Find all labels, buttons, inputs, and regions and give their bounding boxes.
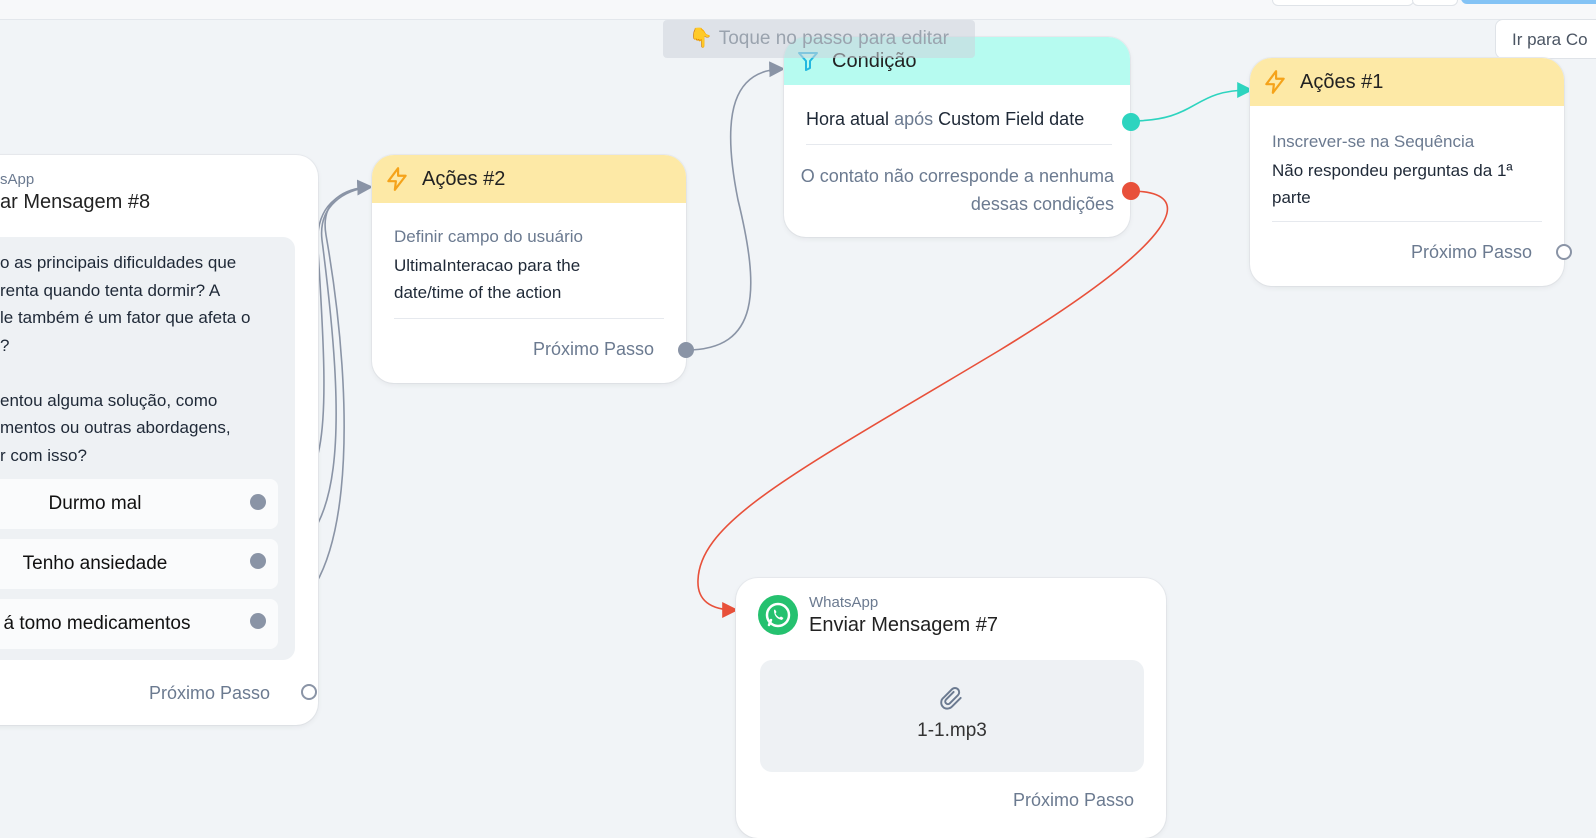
toolbar-primary-button[interactable]: [1461, 0, 1596, 4]
top-toolbar: [0, 0, 1596, 20]
message-line: mentos ou outras abordagens,: [0, 418, 231, 437]
next-step-handle[interactable]: [301, 684, 317, 700]
connector-fallback-to-msg7: [697, 190, 1169, 618]
edit-hint: 👇Toque no passo para editar: [663, 20, 975, 58]
condition-field: Hora atual: [806, 109, 890, 129]
divider: [394, 318, 664, 319]
reply-button-label: Tenho ansiedade: [22, 553, 168, 574]
message-line: ?: [0, 335, 10, 355]
next-step-label: Próximo Passo: [1410, 242, 1532, 262]
reply-button-medicamentos[interactable]: á tomo medicamentos: [0, 599, 278, 649]
go-to-button[interactable]: Ir para Co: [1495, 19, 1596, 59]
next-step-label: Próximo Passo: [1012, 790, 1134, 810]
card-channel: sApp: [0, 171, 35, 188]
bolt-icon: [387, 167, 407, 191]
edit-hint-text: Toque no passo para editar: [718, 28, 949, 49]
pointing-down-emoji: 👇: [689, 28, 713, 49]
next-step-handle[interactable]: [1556, 244, 1572, 260]
next-step-handle[interactable]: [678, 342, 694, 358]
next-step-label: Próximo Passo: [148, 683, 270, 703]
bolt-icon: [1265, 70, 1285, 94]
card-header: Ações #1: [1250, 58, 1564, 106]
action-label: Definir campo do usuário: [394, 227, 583, 246]
action-value-line: Não respondeu perguntas da 1ª: [1272, 161, 1513, 180]
condition-fallback-handle[interactable]: [1122, 182, 1140, 200]
action-label: Inscrever-se na Sequência: [1272, 132, 1475, 151]
message-line: o as principais dificuldades que: [0, 253, 237, 272]
action-value: UltimaInteracao para the date/time of th…: [394, 252, 664, 306]
message-line: entou alguma solução, como: [0, 390, 218, 410]
step-card-acoes-2[interactable]: Ações #2 Definir campo do usuário Ultima…: [372, 155, 694, 383]
fallback-text: O contato não corresponde a nenhuma dess…: [801, 162, 1114, 218]
divider: [806, 144, 1112, 145]
fallback-line: dessas condições: [970, 194, 1114, 214]
step-card-message-8[interactable]: sApp ar Mensagem #8 o as principais difi…: [0, 155, 318, 725]
message-line: renta quando tenta dormir? A: [0, 280, 221, 300]
message-body: o as principais dificuldades que renta q…: [0, 237, 295, 660]
message-line-blank: [0, 359, 295, 387]
toolbar-control[interactable]: [1272, 0, 1414, 6]
paperclip-icon: [940, 687, 962, 710]
action-value: Não respondeu perguntas da 1ª parte: [1272, 157, 1547, 211]
step-card-message-7[interactable]: WhatsApp Enviar Mensagem #7 1-1.mp3 Próx…: [736, 578, 1166, 838]
step-card-acoes-1[interactable]: Ações #1 Inscrever-se na Sequência Não r…: [1250, 58, 1572, 286]
reply-button-durmo-mal[interactable]: Durmo mal: [0, 479, 278, 529]
divider: [1272, 221, 1542, 222]
attachment-box[interactable]: 1-1.mp3: [760, 660, 1144, 772]
next-step-label: Próximo Passo: [532, 339, 654, 359]
connector-condicao-to-acoes1: [1129, 82, 1254, 122]
whatsapp-icon: [758, 595, 798, 635]
card-title: ar Mensagem #8: [0, 191, 151, 213]
message-text: o as principais dificuldades que renta q…: [0, 249, 295, 469]
condition-value: Custom Field date: [938, 109, 1085, 129]
card-title: Ações #2: [422, 167, 506, 190]
condition-row: Hora atual após Custom Field date: [806, 106, 1084, 133]
fallback-line: O contato não corresponde a nenhuma: [800, 166, 1114, 186]
connector-acoes2-to-condicao: [685, 61, 786, 351]
toolbar-control-small[interactable]: [1412, 0, 1458, 6]
message-line: r com isso?: [0, 445, 87, 465]
condition-true-handle[interactable]: [1122, 113, 1140, 131]
card-title: Ações #1: [1300, 70, 1384, 93]
reply-connector-handle[interactable]: [250, 494, 266, 510]
reply-button-label: á tomo medicamentos: [3, 613, 191, 634]
card-channel: WhatsApp: [809, 594, 879, 611]
reply-button-label: Durmo mal: [48, 493, 142, 514]
attachment-filename: 1-1.mp3: [917, 720, 987, 741]
message-line: le também é um fator que afeta o: [0, 308, 251, 327]
card-header: Ações #2: [372, 155, 686, 203]
card-title: Enviar Mensagem #7: [809, 614, 998, 636]
condition-operator: após: [894, 109, 934, 129]
step-card-condicao[interactable]: Condição Hora atual após Custom Field da…: [784, 37, 1140, 237]
action-value-line: parte: [1272, 188, 1311, 207]
action-value-line: date/time of the action: [394, 283, 562, 302]
reply-button-tenho-ansiedade[interactable]: Tenho ansiedade: [0, 539, 278, 589]
reply-connector-handle[interactable]: [250, 613, 266, 629]
reply-connector-handle[interactable]: [250, 553, 266, 569]
action-value-line: UltimaInteracao para the: [394, 256, 581, 275]
